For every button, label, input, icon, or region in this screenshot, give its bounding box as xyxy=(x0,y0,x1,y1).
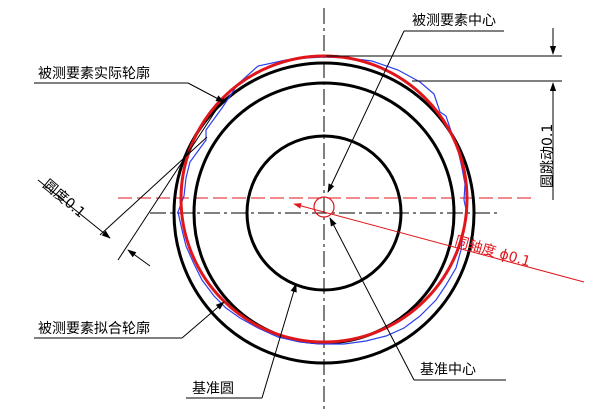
coaxiality-leader xyxy=(293,203,585,283)
label-actual-profile: 被测要素实际轮廓 xyxy=(38,65,150,82)
actual-profile-leader xyxy=(187,82,225,103)
roundness-extension-outer xyxy=(117,97,225,261)
measured-center-circle xyxy=(313,196,335,218)
roundness-leader xyxy=(37,179,111,239)
outer-circle xyxy=(172,61,476,365)
datum-circle xyxy=(245,134,403,292)
datum-circle-leader xyxy=(261,283,297,399)
fitted-profile-leader xyxy=(181,301,225,339)
roundness-extension-inner xyxy=(99,136,208,236)
label-measured-center: 被测要素中心 xyxy=(412,13,496,29)
label-datum-center: 基准中心 xyxy=(420,361,476,378)
measured-center-leader xyxy=(327,30,405,193)
roundness-arrow-2 xyxy=(127,249,151,267)
label-datum-circle: 基准圆 xyxy=(192,380,234,397)
label-fitted-profile: 被测要素拟合轮廓 xyxy=(38,320,150,337)
label-circular-runout: 圆跳动0.1 xyxy=(540,124,556,188)
datum-center-leader xyxy=(329,217,415,381)
fitted-profile-circle xyxy=(179,54,469,344)
label-roundness: 圆度0.1 xyxy=(39,177,88,222)
